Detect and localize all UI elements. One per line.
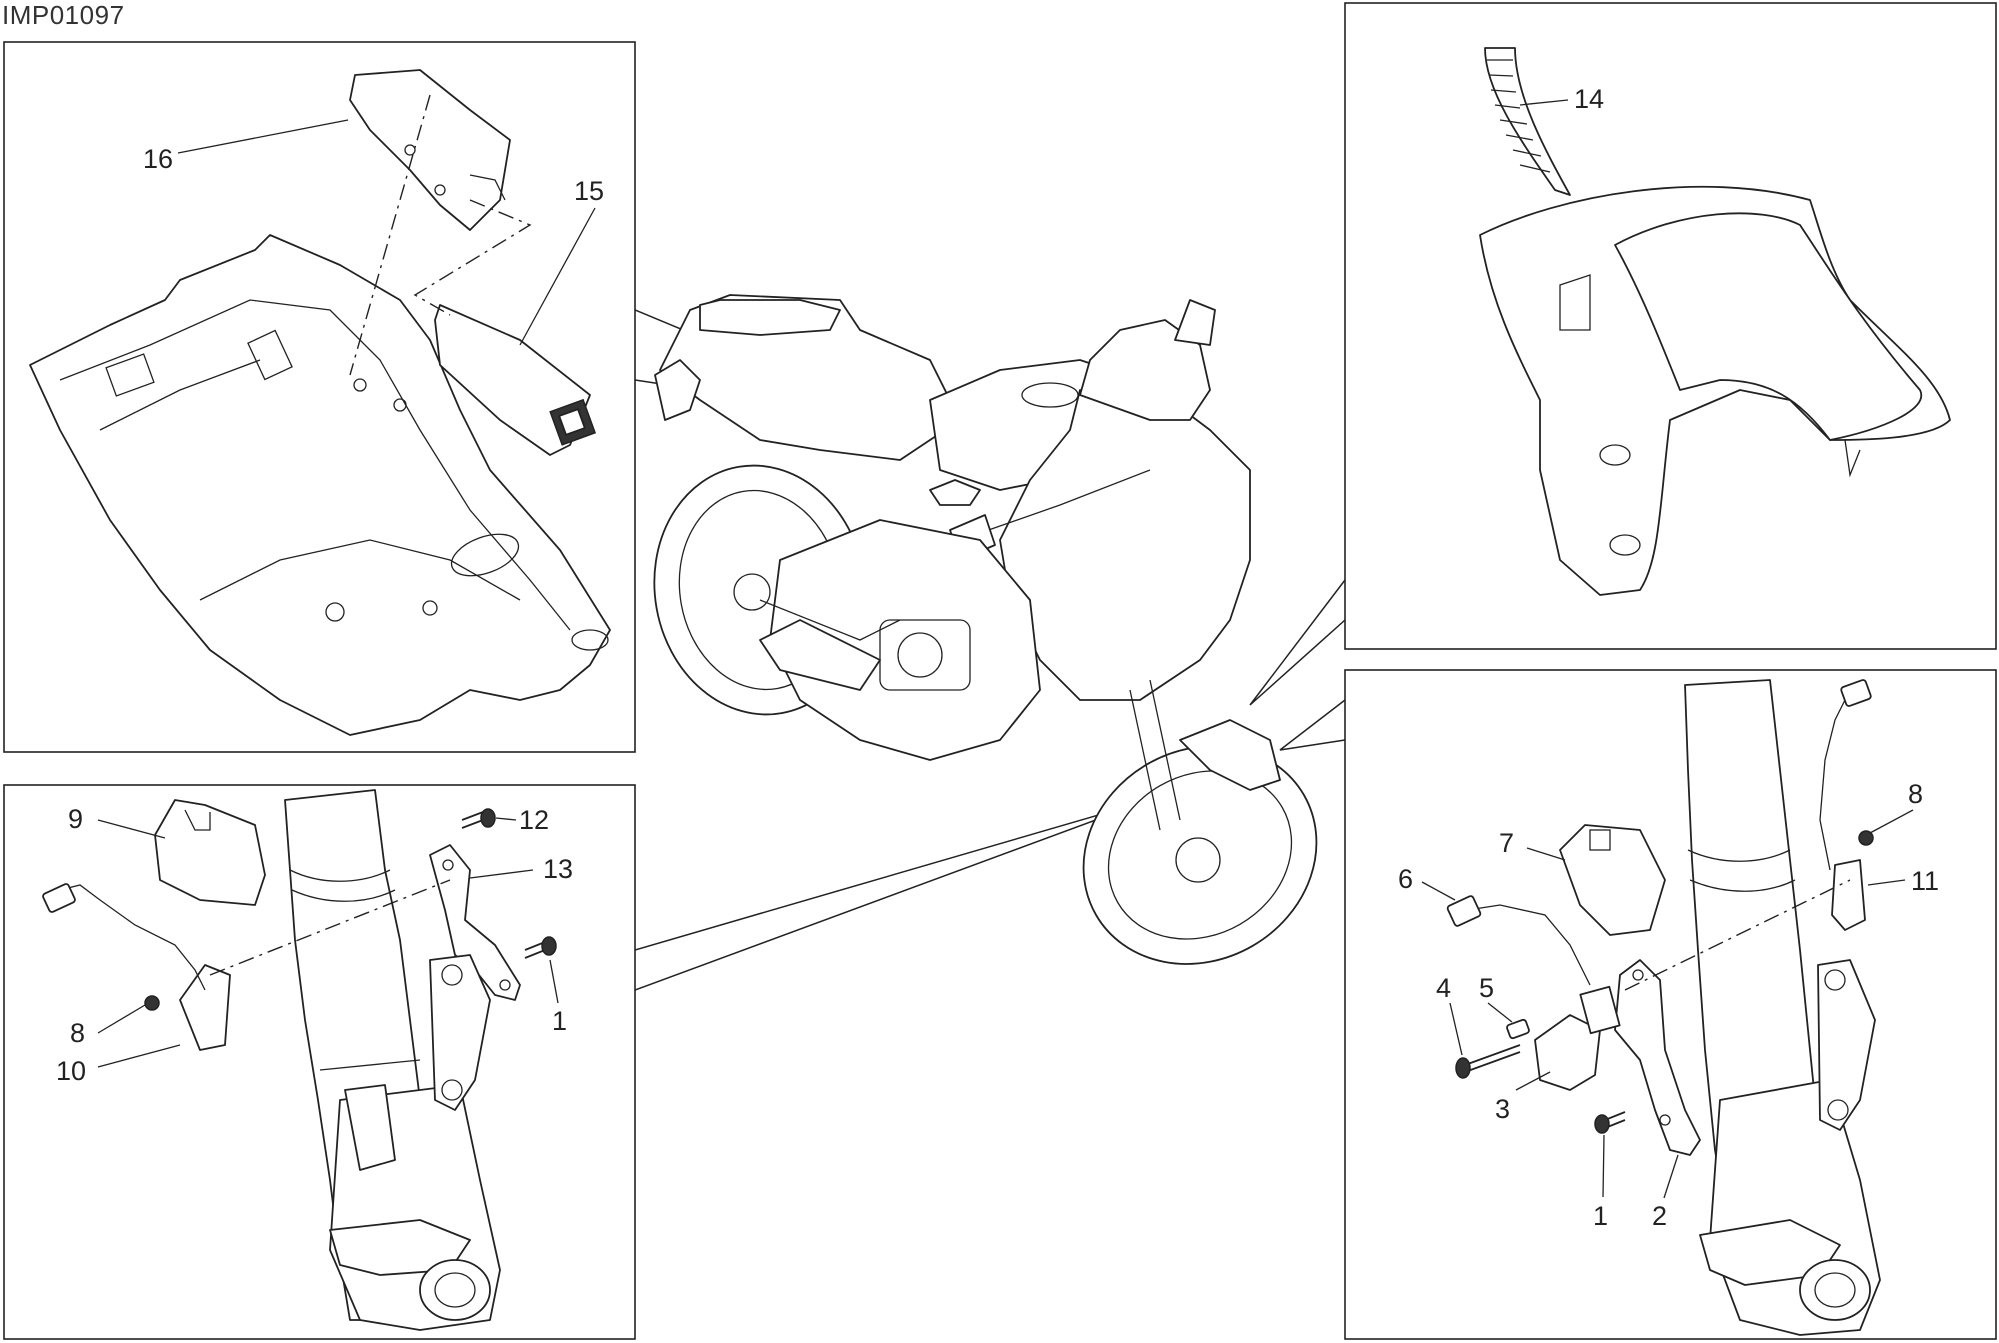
panel-top-left-frame	[3, 41, 636, 753]
tool-pouch-15	[434, 304, 597, 456]
screw-1-right	[1594, 1111, 1626, 1134]
callout-11: 11	[1911, 866, 1939, 896]
right-fork-sensor-group	[1446, 679, 1881, 1336]
callout-3: 3	[1495, 1094, 1510, 1124]
callout-1-right: 1	[1593, 1201, 1608, 1231]
callout-1-left: 1	[552, 1006, 567, 1036]
callout-10: 10	[56, 1056, 86, 1086]
callout-16: 16	[143, 144, 173, 174]
panel-bottom-left-frame	[3, 784, 636, 1340]
callout-leader-lines	[97, 99, 1914, 1199]
screw-1-left	[524, 936, 557, 959]
assembly-line-right-sensor	[1624, 879, 1851, 991]
motorcycle-illustration	[653, 294, 1318, 965]
callout-12: 12	[519, 805, 549, 835]
assembly-line-15	[413, 199, 532, 316]
callout-14: 14	[1574, 84, 1604, 114]
callout-7: 7	[1499, 828, 1514, 858]
callout-9: 9	[68, 804, 83, 834]
panel-bottom-right-frame	[1344, 669, 1997, 1340]
screw-4	[1455, 1044, 1521, 1079]
tool-pouch-16	[349, 69, 511, 231]
callout-2: 2	[1652, 1201, 1667, 1231]
front-fender-group	[1479, 47, 1951, 596]
callout-6: 6	[1398, 864, 1413, 894]
callout-4: 4	[1436, 973, 1451, 1003]
assembly-line-left-sensor	[209, 879, 451, 976]
screw-12	[461, 808, 496, 829]
panel-top-right-frame	[1344, 2, 1997, 650]
underseat-tray-group	[29, 234, 611, 736]
left-fork-sensor-group	[42, 789, 557, 1331]
callout-13: 13	[543, 854, 573, 884]
drawing-code: IMP01097	[2, 0, 125, 30]
callout-5: 5	[1479, 973, 1494, 1003]
callout-8-right: 8	[1908, 779, 1923, 809]
callout-8-left: 8	[70, 1018, 85, 1048]
callout-15: 15	[574, 176, 604, 206]
